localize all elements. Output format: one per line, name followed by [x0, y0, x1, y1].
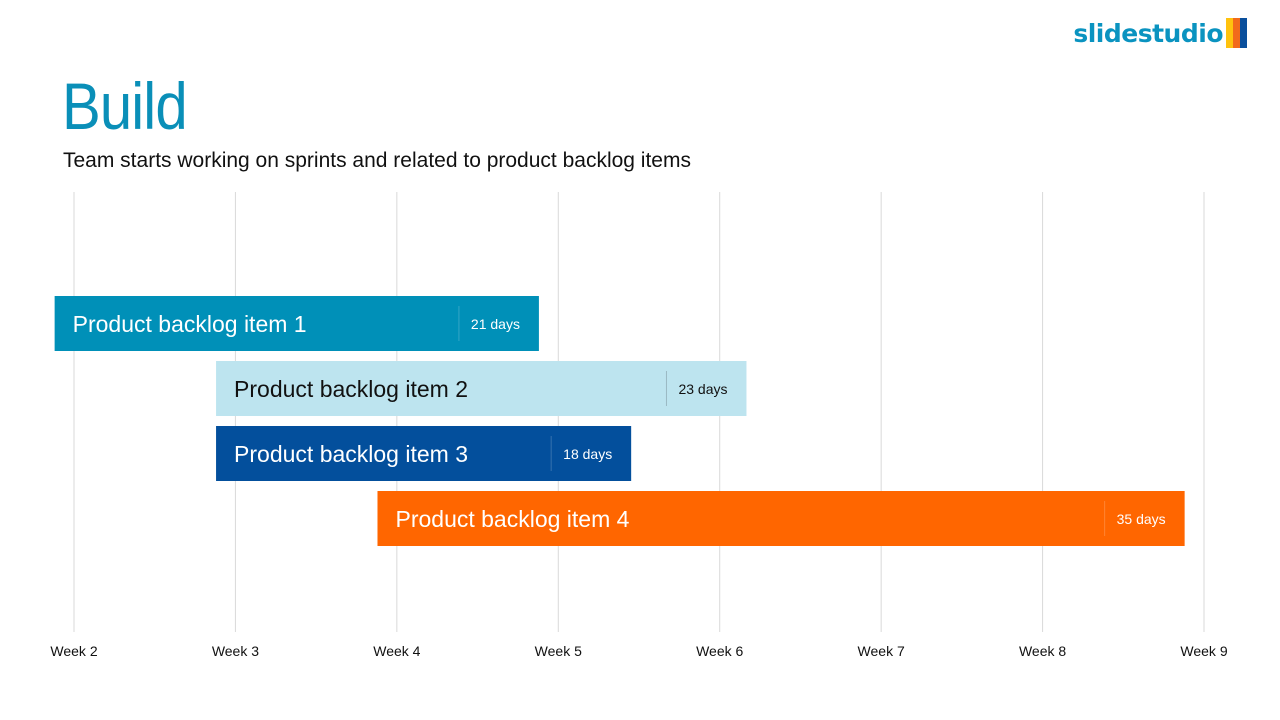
page-subtitle: Team starts working on sprints and relat…: [63, 149, 691, 172]
slidestudio-logo: slidestudio: [1073, 18, 1247, 48]
gantt-bar: [216, 426, 632, 481]
x-tick-label: Week 3: [212, 643, 259, 659]
bar-duration-label: 21 days: [471, 316, 520, 332]
x-tick-label: Week 2: [50, 643, 97, 659]
bar-label: Product backlog item 2: [234, 376, 468, 402]
bar-label: Product backlog item 4: [395, 506, 629, 532]
x-tick-label: Week 6: [696, 643, 743, 659]
gantt-bar: [377, 491, 1185, 546]
x-tick-label: Week 8: [1019, 643, 1066, 659]
x-tick-label: Week 4: [373, 643, 420, 659]
gantt-bar: [216, 361, 747, 416]
bar-label: Product backlog item 1: [73, 311, 307, 337]
bar-duration-label: 35 days: [1117, 511, 1166, 527]
x-tick-label: Week 7: [858, 643, 905, 659]
gantt-bar: [54, 296, 539, 351]
x-tick-label: Week 5: [535, 643, 582, 659]
logo-mark-icon: [1226, 18, 1247, 48]
bar-duration-label: 23 days: [678, 381, 727, 397]
x-tick-label: Week 9: [1180, 643, 1227, 659]
page-title: Build: [62, 69, 188, 143]
logo-text: slidestudio: [1073, 18, 1223, 48]
bar-duration-label: 18 days: [563, 446, 612, 462]
bar-label: Product backlog item 3: [234, 441, 468, 467]
